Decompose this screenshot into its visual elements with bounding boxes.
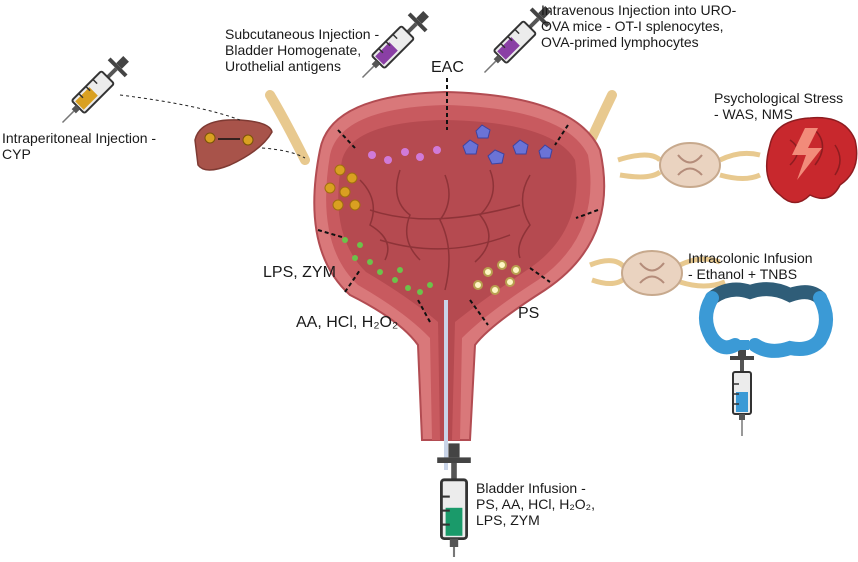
cyp-metabolite-dots [324, 164, 361, 211]
immune-cells [462, 124, 553, 165]
label-lps-zym: LPS, ZYM [263, 264, 336, 281]
label-eac: EAC [431, 59, 464, 76]
label-intravenous: Intravenous Injection into URO- OVA mice… [541, 2, 737, 50]
ps-particles [473, 260, 521, 295]
label-intracolonic: Intracolonic Infusion - Ethanol + TNBS [688, 250, 813, 282]
spinal-cord-upper [617, 142, 762, 188]
colon [699, 282, 833, 358]
liver [194, 119, 273, 171]
label-bladder-infusion: Bladder Infusion - PS, AA, HCl, H₂O₂, LP… [476, 480, 596, 528]
syringe-bladder-infusion [435, 441, 473, 562]
lightning-icon [792, 128, 822, 180]
label-aa-hcl-h2o2: AA, HCl, H₂O₂ [296, 314, 399, 331]
region-dividers [317, 78, 599, 326]
ureter-left [265, 90, 310, 165]
brain [765, 116, 858, 204]
spinal-cord-lower [589, 250, 726, 296]
label-subcutaneous: Subcutaneous Injection - Bladder Homogen… [225, 26, 380, 74]
lps-zym-particles [342, 237, 433, 295]
syringe-intracolonic [729, 345, 755, 437]
antigen-cells [368, 146, 441, 164]
label-intraperitoneal: Intraperitoneal Injection - CYP [2, 130, 157, 162]
syringe-intraperitoneal [52, 49, 136, 133]
label-psychological-stress: Psychological Stress - WAS, NMS [714, 90, 844, 122]
injection-path-liver [261, 147, 306, 159]
bladder-folds [359, 169, 531, 291]
label-ps: PS [518, 305, 540, 322]
injection-path-ip [119, 94, 241, 121]
